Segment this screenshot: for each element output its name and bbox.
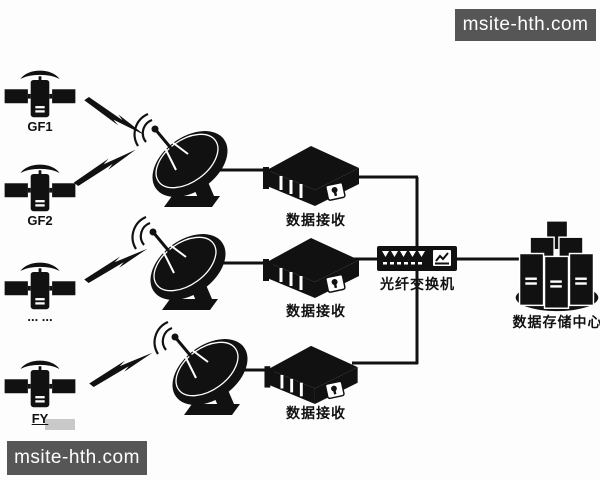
- radio-link-bolt-2: [73, 149, 136, 187]
- satellite-icon-more: [4, 262, 76, 310]
- receiver-label-1: 数据接收: [286, 212, 346, 228]
- scan-artifact: [45, 419, 75, 430]
- receiver-icon-2: [263, 238, 359, 298]
- ground-dish-icon-2: [131, 215, 226, 310]
- receiver-label-2: 数据接收: [286, 303, 346, 319]
- fiber-switch-label: 光纤交换机: [380, 276, 455, 292]
- storage-center-icon: [515, 220, 599, 312]
- satellite-icon-fy: [4, 360, 76, 408]
- storage-center-label: 数据存储中心: [512, 314, 600, 330]
- ground-dish-icon-3: [153, 320, 248, 415]
- satellite-label-more: ... ...: [27, 309, 53, 324]
- fiber-switch-icon: [377, 246, 457, 271]
- watermark-top-right: msite-hth.com: [455, 9, 596, 41]
- receiver-icon-1: [263, 146, 359, 206]
- radio-link-bolt-3: [84, 248, 148, 284]
- satellite-label-fy: FY: [31, 411, 49, 426]
- receiver-icon-3: [264, 345, 358, 405]
- satellite-label-gf2: GF2: [27, 213, 53, 228]
- receiver-label-3: 数据接收: [286, 405, 346, 421]
- satellite-icon-gf2: [4, 164, 76, 212]
- radio-link-bolt-4: [89, 352, 153, 388]
- satellite-label-gf1: GF1: [27, 119, 53, 134]
- radio-link-bolt-1: [84, 97, 146, 136]
- ground-dish-icon-1: [133, 112, 228, 207]
- satellite-icon-gf1: [4, 70, 76, 118]
- watermark-bottom-left: msite-hth.com: [7, 441, 147, 475]
